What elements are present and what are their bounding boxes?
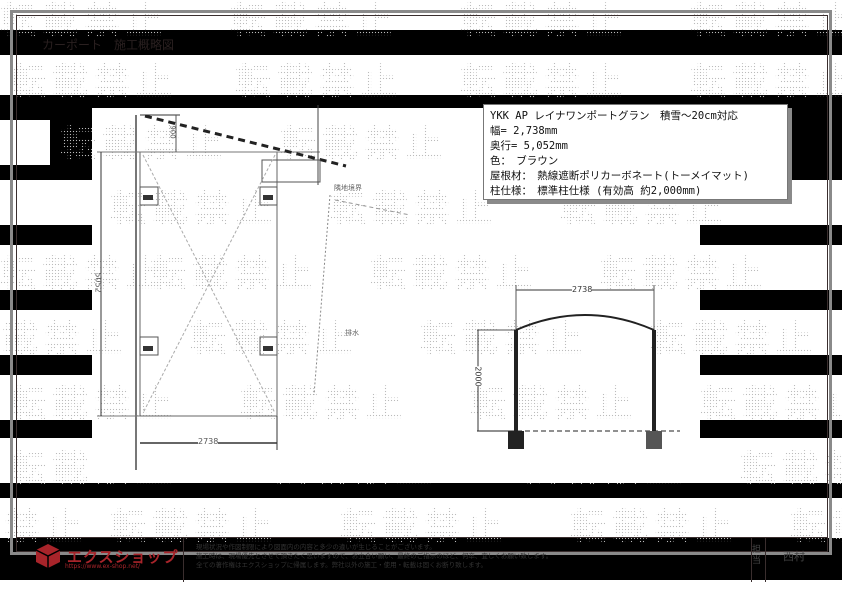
band [0,375,92,420]
watermark: 転載禁止 [110,498,278,550]
band [0,580,842,595]
watermark: 転載禁止 [370,245,538,297]
divider [765,537,766,582]
band [0,310,92,355]
watermark: 転載禁止 [0,0,168,44]
spec-roof: 屋根材： 熱線遮断ポリカーボネート(トーメイマット) [490,170,749,182]
page-frame-inner [16,15,828,552]
elevation-width-label: 2738 [572,285,593,294]
page-title: カーポート 施工概略図 [42,38,175,52]
watermark: 転載禁止 [230,0,398,44]
watermark: 転載禁止 [10,53,178,105]
watermark: 転載禁止 [600,245,768,297]
plan-note-label: 排水 [345,329,359,337]
watermark: 転載禁止 [340,498,508,550]
watermark: 転載禁止 [0,310,128,362]
page-frame [10,10,832,555]
spec-width: 幅= 2,738mm [490,125,558,137]
spec-box: YKK AP レイナワンポートグラン 積雪～20cm対応 幅= 2,738mm … [483,104,788,200]
watermark: 転載禁止 [10,375,178,427]
band [700,310,842,355]
watermark: 転載禁止 [150,245,318,297]
watermark: 転載禁止 [60,115,228,167]
box-icon [35,544,61,568]
watermark: 転載禁止 [280,115,448,167]
note-line: 施工時は、現場優先とさせて頂きたく思いますので、お立合い願い、最終のご指示のほど… [196,552,553,560]
watermark: 転載禁止 [460,0,628,44]
watermark: 転載禁止 [0,498,88,550]
watermark: 転載禁止 [190,310,358,362]
band [0,245,92,290]
watermark: 転載禁止 [470,375,638,427]
watermark: 転載禁止 [690,0,842,44]
company-url[interactable]: https://www.ex-shop.net/ [65,563,141,570]
watermark: 転載禁止 [110,180,278,232]
watermark: 転載禁止 [740,440,842,492]
note-line: 現場状況や作図制限により図面内の内容と多少の違いが生じることがございます。 [196,543,436,551]
band [700,245,842,290]
band [0,120,50,165]
tanto-name: 西村 [783,550,805,563]
band [0,498,842,538]
watermark: 転載禁止 [420,310,588,362]
band [0,55,842,95]
spec-pillar: 柱仕様： 標準柱仕様 (有効高 約2,000mm) [490,185,702,197]
watermark: 転載禁止 [330,180,498,232]
watermark: 転載禁止 [460,53,628,105]
watermark: 転載禁止 [790,498,842,550]
tanto-label: 担当 [752,545,762,566]
watermark: 転載禁止 [570,498,738,550]
spec-depth: 奥行= 5,052mm [490,140,568,152]
plan-width-label: 2738 [198,437,219,446]
band [0,180,92,225]
footer-notes: 現場状況や作図制限により図面内の内容と多少の違いが生じることがございます。 施工… [196,543,746,570]
spec-product: YKK AP レイナワンポートグラン 積雪～20cm対応 [490,110,738,122]
divider [751,537,752,582]
spec-color: 色： ブラウン [490,155,559,167]
company-logo: エクスショップ https://www.ex-shop.net/ [35,543,179,570]
watermark: 転載禁止 [690,53,842,105]
watermark: 転載禁止 [235,53,403,105]
plan-tag-label: 隣地境界 [334,184,362,192]
watermark: 転載禁止 [240,375,408,427]
title-block [17,537,827,583]
watermark: 転載禁止 [650,310,818,362]
company-name: エクスショップ [67,547,179,566]
divider [183,537,184,582]
band [700,375,842,420]
note-line: 全ての著作権はエクスショップに帰属します。弊社以外の施工・使用・転載は固くお断り… [196,561,488,569]
watermark: 転載禁止 [700,375,842,427]
